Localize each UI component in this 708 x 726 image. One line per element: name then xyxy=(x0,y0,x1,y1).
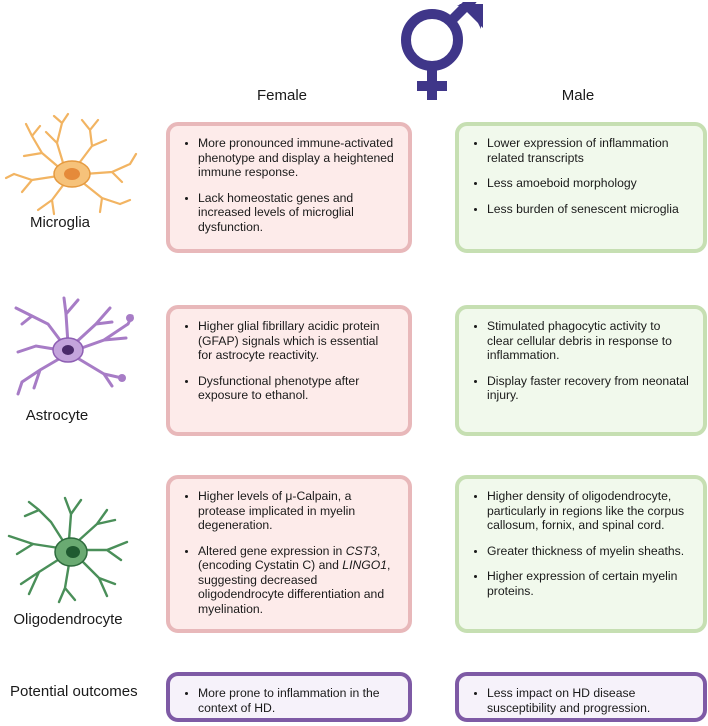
list-item: Display faster recovery from neonatal in… xyxy=(487,374,689,403)
list-item: Higher density of oligodendrocyte, parti… xyxy=(487,489,689,533)
row-label-astrocyte: Astrocyte xyxy=(25,407,89,424)
list-item: Higher levels of μ-Calpain, a protease i… xyxy=(198,489,394,533)
row-label-microglia: Microglia xyxy=(29,214,90,231)
list-item: Higher glial fibrillary acidic protein (… xyxy=(198,319,394,363)
astrocyte-female-box: Higher glial fibrillary acidic protein (… xyxy=(166,305,412,436)
list-item: More prone to inflammation in the contex… xyxy=(198,686,394,715)
list-item: Dysfunctional phenotype after exposure t… xyxy=(198,374,394,403)
column-header-male: Male xyxy=(561,87,595,104)
list-item: More pronounced immune-activated phenoty… xyxy=(198,136,394,180)
astrocyte-cell-icon xyxy=(14,296,134,396)
list-item: Greater thickness of myelin sheaths. xyxy=(487,544,689,559)
male-female-symbol-icon xyxy=(401,2,483,100)
list-item: Less burden of senescent microglia xyxy=(487,202,689,217)
row-label-potential-outcomes: Potential outcomes xyxy=(10,683,138,700)
list-item: Lower expression of inflammation related… xyxy=(487,136,689,165)
list-item: Less impact on HD disease susceptibility… xyxy=(487,686,689,715)
microglia-male-box: Lower expression of inflammation related… xyxy=(455,122,707,253)
oligodendrocyte-cell-icon xyxy=(7,496,129,604)
outcome-male-box: Less impact on HD disease susceptibility… xyxy=(455,672,707,722)
outcome-female-box: More prone to inflammation in the contex… xyxy=(166,672,412,722)
microglia-female-box: More pronounced immune-activated phenoty… xyxy=(166,122,412,253)
oligodendrocyte-male-box: Higher density of oligodendrocyte, parti… xyxy=(455,475,707,633)
oligodendrocyte-female-box: Higher levels of μ-Calpain, a protease i… xyxy=(166,475,412,633)
list-item: Stimulated phagocytic activity to clear … xyxy=(487,319,689,363)
list-item: Higher expression of certain myelin prot… xyxy=(487,569,689,598)
astrocyte-male-box: Stimulated phagocytic activity to clear … xyxy=(455,305,707,436)
list-item: Altered gene expression in CST3, (encodi… xyxy=(198,544,394,617)
list-item: Less amoeboid morphology xyxy=(487,176,689,191)
row-label-oligodendrocyte: Oligodendrocyte xyxy=(13,611,123,628)
column-header-female: Female xyxy=(256,87,308,104)
list-item: Lack homeostatic genes and increased lev… xyxy=(198,191,394,235)
microglia-cell-icon xyxy=(4,112,138,216)
